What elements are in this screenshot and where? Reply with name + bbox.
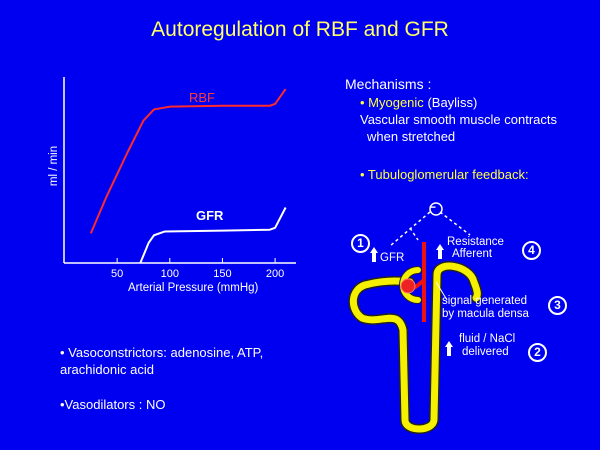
x-tick-label: 150: [213, 268, 231, 280]
vasoconstrictors-line1: • Vasoconstrictors: adenosine, ATP,: [60, 345, 264, 360]
step-4-badge: 4: [522, 241, 541, 260]
gfr-series-label: GFR: [196, 208, 224, 223]
myogenic-label: • Myogenic: [360, 95, 424, 110]
x-tick-label: 50: [111, 268, 123, 280]
myogenic-note: (Bayliss): [427, 95, 478, 110]
x-axis-label: Arterial Pressure (mmHg): [128, 282, 259, 294]
feedback-arrows-dashed: [389, 211, 471, 247]
fluid-text-2: delivered: [462, 346, 509, 358]
myogenic-line1: Vascular smooth muscle contracts: [360, 112, 557, 127]
resistance-text: Resistance: [447, 236, 504, 248]
glomerulus-icon: [400, 278, 416, 294]
slide-title: Autoregulation of RBF and GFR: [151, 18, 449, 41]
step-1-badge: 1: [351, 234, 370, 253]
x-tick-label: 100: [161, 268, 179, 280]
inhibition-circle-icon: [429, 202, 443, 216]
gfr-text: GFR: [380, 252, 405, 264]
vasodilators-line: •Vasodilators : NO: [60, 397, 166, 412]
signal-text-2: by macula densa: [442, 308, 529, 320]
macula-densa-pointer: [435, 281, 448, 301]
nephron-tubule-icon: [348, 261, 483, 434]
gfr-curve: [139, 207, 287, 264]
tgf-label: • Tubuloglomerular feedback:: [360, 167, 529, 182]
x-tick-label: 200: [266, 268, 284, 280]
minus-sign: −: [429, 200, 437, 214]
vasoconstrictors-line2: arachidonic acid: [60, 362, 154, 377]
myogenic-item: • Myogenic (Bayliss): [360, 95, 477, 110]
afferent-text: Afferent: [452, 248, 493, 260]
rbf-curve: [89, 88, 287, 234]
fluid-text-1: fluid / NaCl: [459, 333, 516, 345]
mechanisms-heading: Mechanisms :: [345, 76, 432, 92]
blood-vessel-icon: [400, 242, 426, 322]
rbf-series-label: RBF: [189, 90, 215, 105]
myogenic-line2: when stretched: [367, 129, 456, 144]
signal-text-1: signal generated: [442, 295, 528, 307]
step-3-badge: 3: [548, 296, 567, 315]
up-arrow-icons: [370, 244, 453, 356]
step-2-badge: 2: [528, 343, 547, 362]
